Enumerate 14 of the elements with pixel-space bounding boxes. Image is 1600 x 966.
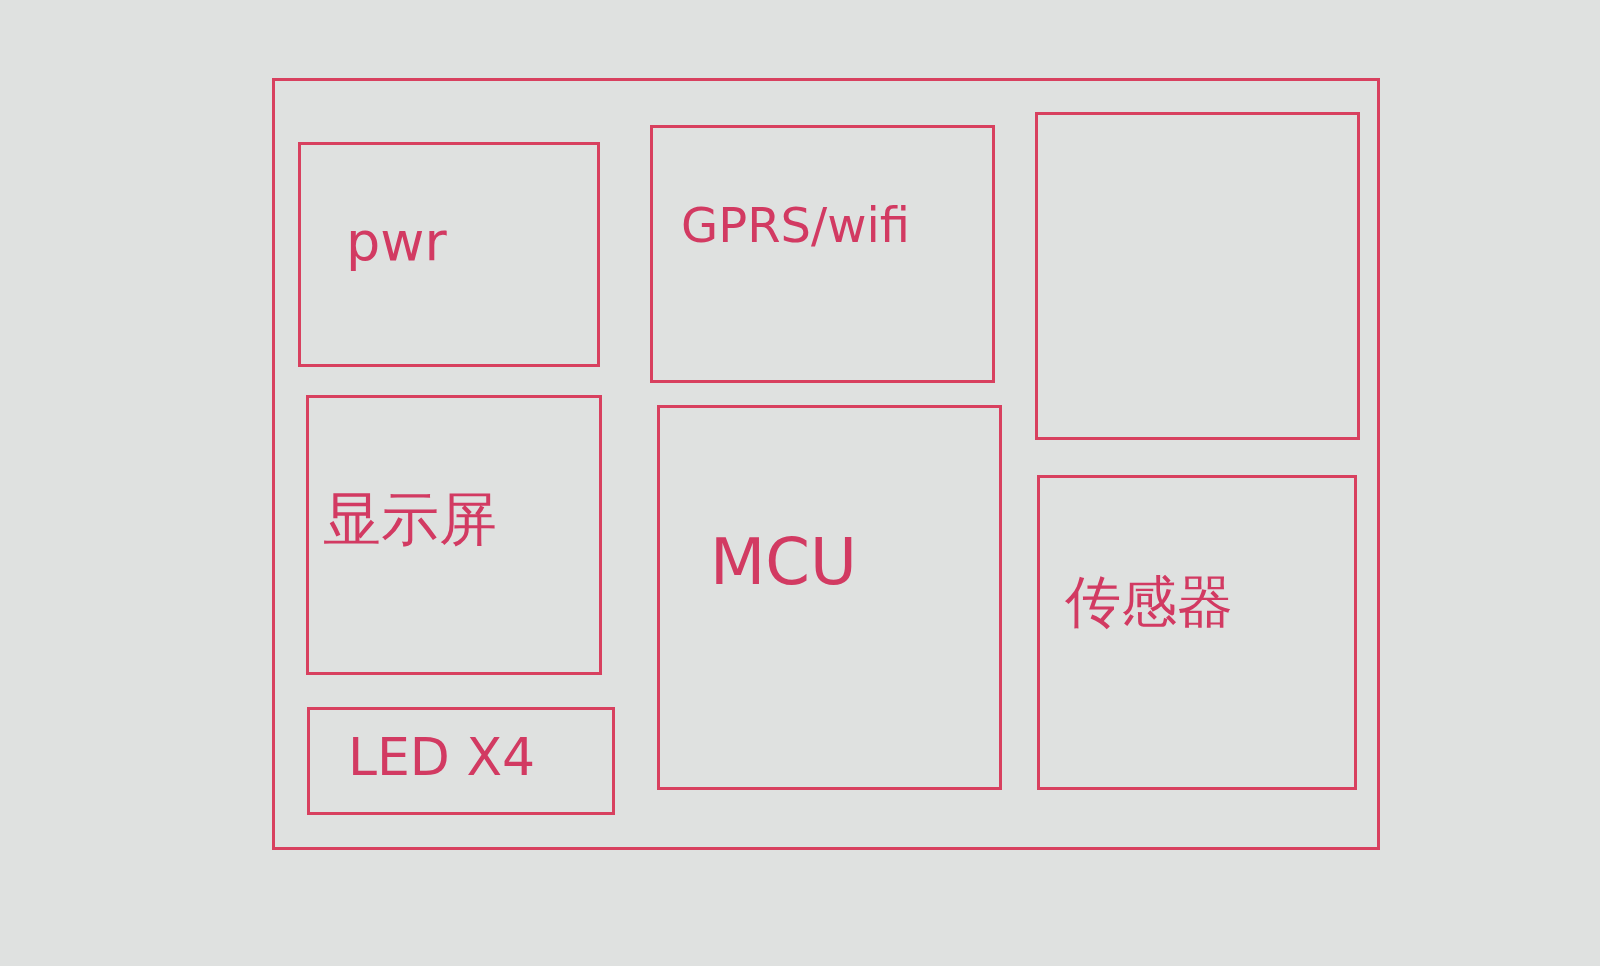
- module-label: 传感器: [1065, 570, 1233, 635]
- outer-frame: [272, 78, 1380, 850]
- module-label: MCU: [710, 526, 857, 600]
- module-box: [1035, 112, 1360, 440]
- module-box: [1037, 475, 1357, 790]
- module-label: LED X4: [348, 728, 536, 788]
- module-box: [650, 125, 995, 383]
- module-label: pwr: [346, 211, 447, 274]
- module-label: 显示屏: [323, 486, 497, 553]
- module-box: [657, 405, 1002, 790]
- module-box: [298, 142, 600, 367]
- module-box: [306, 395, 602, 675]
- module-box: [307, 707, 615, 815]
- module-label: GPRS/wifi: [681, 198, 910, 254]
